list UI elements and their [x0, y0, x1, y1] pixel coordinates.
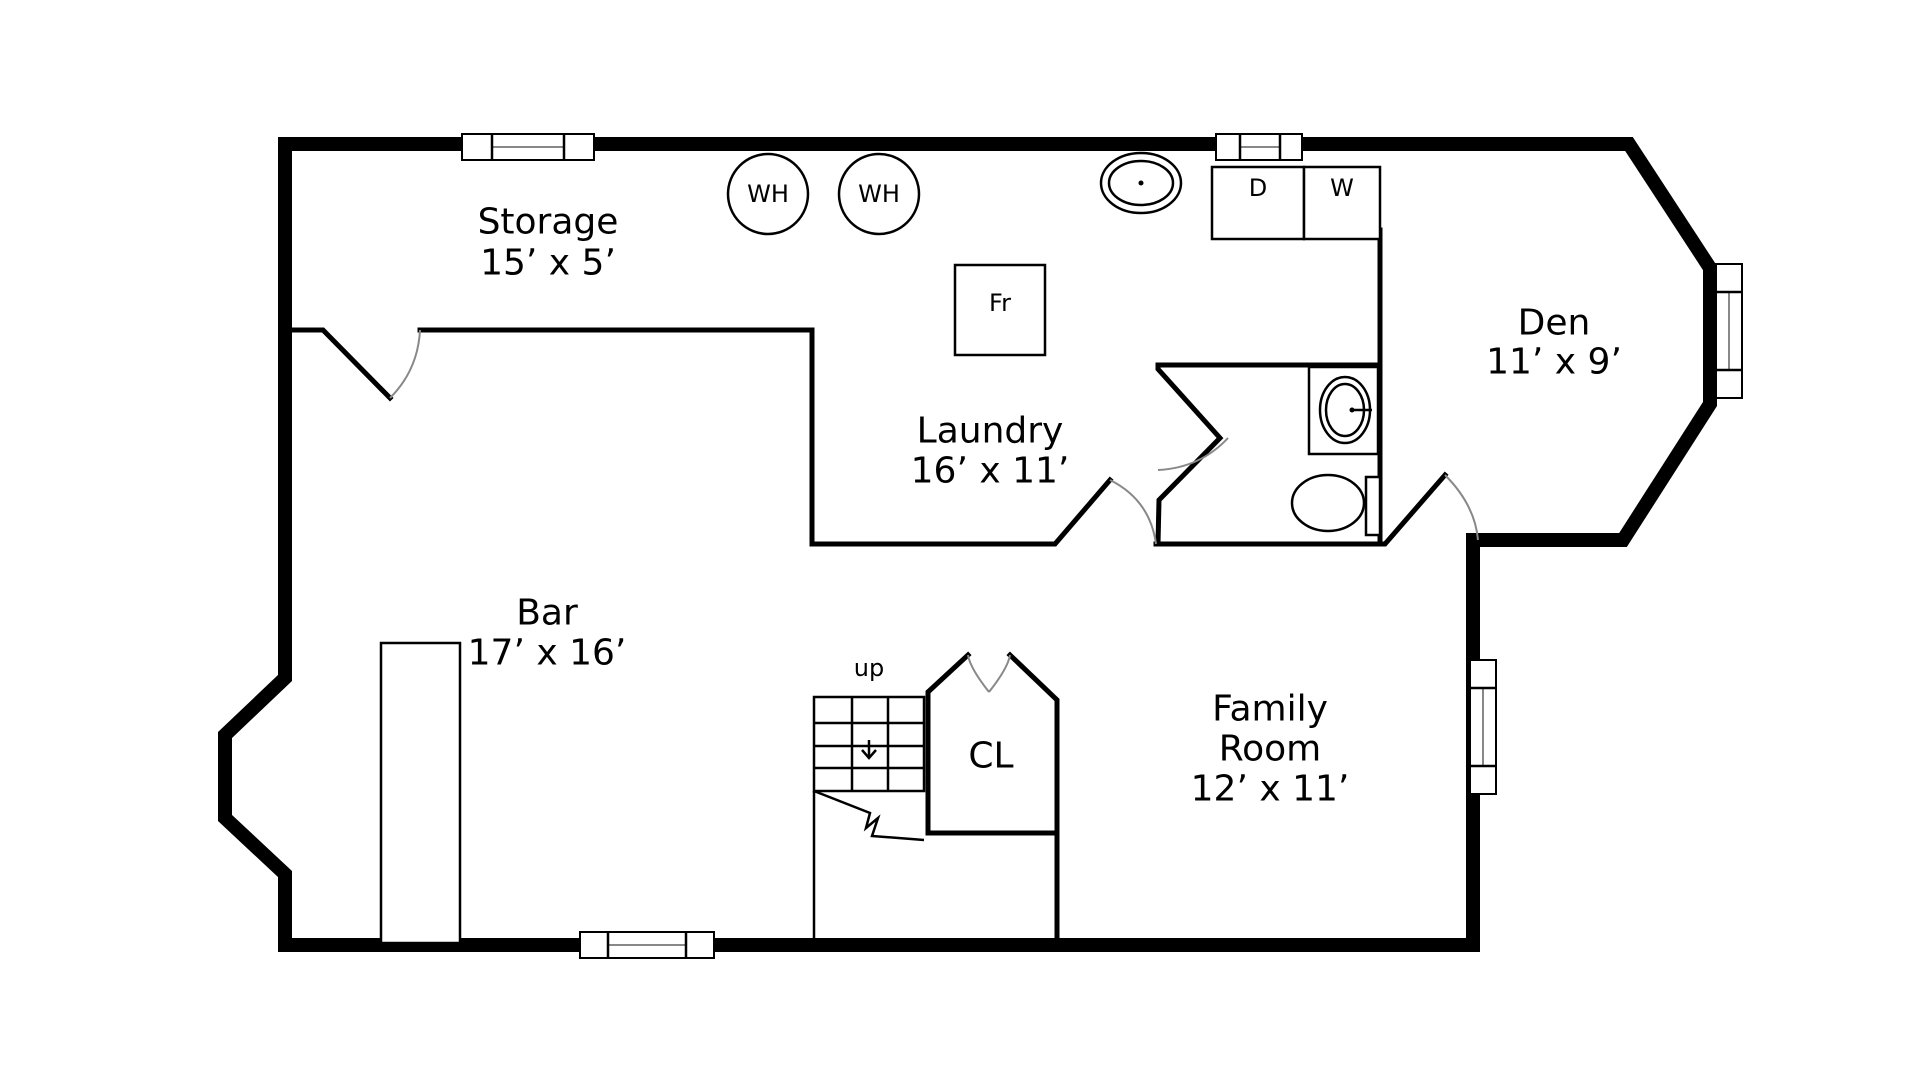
bathroom-sink [1307, 365, 1380, 456]
window-storage-top [461, 133, 595, 161]
den-name: Den [1518, 303, 1591, 344]
water-heater-2: WH [837, 152, 921, 236]
bar-counter [379, 641, 462, 945]
water-heater-2-label: WH [858, 180, 900, 208]
furnace-label: Fr [989, 289, 1011, 317]
water-heater-1-label: WH [747, 180, 789, 208]
family-room-size: 12’ x 11’ [1191, 769, 1350, 810]
family-room-name-line2: Room [1219, 729, 1322, 770]
stairs: up [812, 654, 926, 945]
dryer-label: D [1249, 174, 1267, 202]
washer-label: W [1330, 174, 1354, 202]
laundry-name: Laundry [917, 411, 1064, 452]
laundry-sink [1099, 151, 1183, 215]
closet-name: CL [968, 736, 1013, 777]
window-den-right [1715, 263, 1743, 399]
exterior-wall [218, 137, 1717, 952]
storage-name: Storage [478, 202, 619, 243]
water-heater-1: WH [726, 152, 810, 236]
washer: W [1302, 165, 1382, 241]
furnace: Fr [953, 263, 1047, 357]
bar-name: Bar [516, 593, 578, 634]
window-family-right [1469, 659, 1497, 795]
door-swings [389, 329, 1479, 693]
toilet [1290, 473, 1382, 537]
window-laundry-top [1215, 133, 1303, 161]
stairs-label: up [854, 654, 884, 682]
storage-size: 15’ x 5’ [480, 243, 616, 284]
laundry-size: 16’ x 11’ [911, 451, 1070, 492]
dryer: D [1210, 165, 1306, 241]
interior-walls [289, 227, 1449, 943]
family-room-name-line1: Family [1212, 689, 1328, 730]
window-bar-bottom [579, 931, 715, 959]
den-size: 11’ x 9’ [1486, 342, 1622, 383]
bar-size: 17’ x 16’ [468, 633, 627, 674]
